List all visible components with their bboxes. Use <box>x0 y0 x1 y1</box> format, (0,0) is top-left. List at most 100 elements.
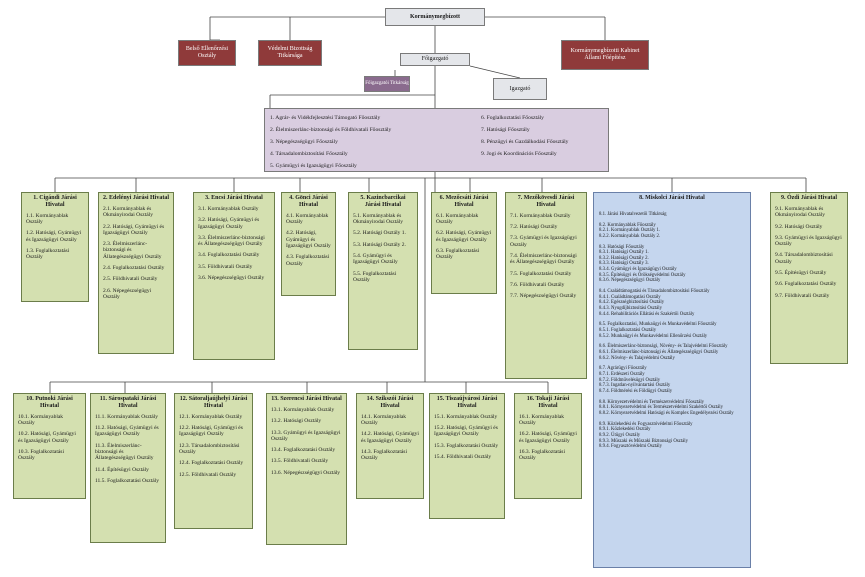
belso-ellenorzesi-label: Belső Ellenőrzési Osztály <box>185 46 229 59</box>
department-item: 9.3. Gyámügyi és Igazságügyi Osztály <box>775 234 842 248</box>
jarasi-hivatal-sarospatak: 11. Sárospataki Járási Hivatal 11.1. Korm… <box>90 393 166 543</box>
department-item: 2.4. Foglalkoztatási Osztály <box>103 265 165 272</box>
department-item: 6.2. Hatósági, Gyámügyi és Igazságügyi O… <box>436 230 492 243</box>
department-item: 5.3. Hatósági Osztály 2. <box>353 241 406 248</box>
office-title: 3. Encsi Járási Hivatal <box>205 195 263 201</box>
office-title: 11. Sárospataki Járási Hivatal <box>99 396 157 409</box>
foosztaly-3: 3. Népegészségügyi Főosztály <box>270 139 338 145</box>
department-item: 11.4. Építésügyi Osztály <box>95 466 149 473</box>
department-item: 14.1. Kormányablak Osztály <box>361 413 407 427</box>
miskolc-unit: 8.1. Járási Hivatalvezetői Titkárság <box>599 211 667 217</box>
miskolc-unit: 8.3.6. Népegészségügyi Osztály <box>599 278 661 284</box>
foosztaly-5: 5. Gyámügyi és Igazságügyi Főosztály <box>270 163 357 169</box>
kabinet-label: Kormánymegbízotti Kabinet Állami Főépíté… <box>570 48 640 61</box>
kormanymegbizott-label: Kormánymegbízott <box>410 13 460 20</box>
office-title: 10. Putnoki Járási Hivatal <box>26 396 73 409</box>
igazgato-box: Igazgató <box>493 78 547 100</box>
department-item: 6.3. Foglalkoztatási Osztály <box>436 248 480 261</box>
department-item: 7.5. Foglalkoztatási Osztály <box>510 270 572 277</box>
department-item: 9.5. Építésügyi Osztály <box>775 270 827 277</box>
foigazgatoi-titkarsag-box: Főigazgatói Titkárság <box>364 76 410 92</box>
miskolc-unit: 8.3. Hatósági Főosztály <box>599 244 645 250</box>
department-item: 13.4. Foglalkoztatási Osztály <box>271 447 336 454</box>
department-item: 13.5. Földhivatali Osztály <box>271 458 329 465</box>
foigazgatoi-titkarsag-label: Főigazgatói Titkárság <box>365 81 409 87</box>
belso-ellenorzesi-box: Belső Ellenőrzési Osztály <box>178 40 236 66</box>
department-item: 4.2. Hatósági, Gyámügyi és Igazságügyi O… <box>286 230 331 250</box>
miskolc-unit: 8.8.1. Környezetvédelmi és Természetvéde… <box>599 405 723 411</box>
miskolc-unit: 8.9.4. Fogyasztóvédelmi Osztály <box>599 444 663 450</box>
miskolc-unit: 8.2.2. Kormányablak Osztály 2. <box>599 233 661 239</box>
department-item: 2.2. Hatósági, Gyámügyi és Igazságügyi O… <box>103 223 165 236</box>
department-item: 13.3. Gyámügyi és Igazságügyi Osztály <box>271 429 341 442</box>
department-item: 5.4. Gyámügyi és Igazságügyi Osztály <box>353 253 398 266</box>
department-item: 2.1. Kormányablak és Okmányirodai Osztál… <box>103 205 153 219</box>
miskolc-unit-list: 8.1. Járási Hivatalvezetői Titkárság 8.2.… <box>594 212 750 455</box>
miskolc-unit: 8.8.2. Környezetvédelmi Hatósági és Komp… <box>599 410 734 416</box>
department-item: 3.5. Földhivatali Osztály <box>198 263 253 270</box>
miskolc-unit: 8.4.4. Rehabilitációs Ellátási és Szakér… <box>599 311 695 317</box>
department-item: 1.3. Foglalkoztatási Osztály <box>26 248 70 261</box>
miskolc-unit: 8.9.3. Műszaki és Műszaki Biztonsági Osz… <box>599 438 688 444</box>
miskolc-unit: 8.9. Közlekedési és Fogyasztóvédelmi Főo… <box>599 421 693 427</box>
department-item: 14.3. Foglalkoztatási Osztály <box>361 449 407 462</box>
miskolc-unit: 8.4.3. Nyugdíjbiztosítási Osztály <box>599 306 663 312</box>
miskolc-unit: 8.9.1. Közlekedési Osztály <box>599 427 651 433</box>
department-item: 12.3. Társadalombiztosítási Osztály <box>179 442 240 456</box>
department-item: 16.2. Hatósági, Gyámügyi és Igazságügyi … <box>519 431 577 444</box>
department-item: 3.3. Élelmiszerlánc-biztonsági és Állate… <box>198 234 265 248</box>
department-item: 12.4. Foglalkoztatási Osztály <box>179 460 244 467</box>
department-item: 13.1. Kormányablak Osztály <box>271 406 335 413</box>
department-item: 3.2. Hatósági, Gyámügyi és Igazságügyi O… <box>198 217 260 230</box>
miskolc-unit: 8.7. Agrárügyi Főosztály <box>599 366 647 372</box>
miskolc-unit: 8.6.1. Élelmiszerlánc-biztonsági és Álla… <box>599 350 719 356</box>
miskolc-unit: 8.7.1. Erdészeti Osztály <box>599 371 645 377</box>
miskolc-unit: 8.3.5. Építésügyi és Örökségvédelmi Oszt… <box>599 272 686 278</box>
foosztaly-1: 1. Agrár- és Vidékfejlesztési Támogató F… <box>270 115 381 121</box>
miskolc-unit: 8.5. Foglalkoztatási, Munkaügyi és Munka… <box>599 322 717 328</box>
office-title: 1. Cigándi Járási Hivatal <box>33 195 77 208</box>
vedelmi-bizottsag-box: Védelmi Bizottság Titkársága <box>258 40 322 66</box>
office-title: 7. Mezőkövesdi Járási Hivatal <box>517 195 575 208</box>
miskolc-unit: 8.9.2. Útügyi Osztály <box>599 432 641 438</box>
department-item: 3.4. Foglalkoztatási Osztály <box>198 252 260 259</box>
department-item: 9.2. Hatósági Osztály <box>775 223 823 230</box>
department-item: 1.2. Hatósági, Gyámügyi és Igazságügyi O… <box>26 230 82 243</box>
jarasi-hivatal-cigand: 1. Cigándi Járási Hivatal 1.1. Kormányabl… <box>21 192 89 302</box>
department-item: 14.2. Hatósági, Gyámügyi és Igazságügyi … <box>361 431 419 444</box>
miskolc-unit: 8.3.1. Hatósági Osztály 1. <box>599 250 649 256</box>
department-item: 13.6. Népegészségügyi Osztály <box>271 469 341 476</box>
department-item: 11.1. Kormányablak Osztály <box>95 413 159 420</box>
miskolc-unit: 8.5.1. Foglalkoztatási Osztály <box>599 328 657 334</box>
kormanymegbizott-box: Kormánymegbízott <box>385 8 485 26</box>
miskolc-unit: 8.5.2. Munkaügyi és Munkavédelmi Ellenőr… <box>599 333 708 339</box>
miskolc-unit: 8.4. Családtámogatási és Társadalombizto… <box>599 289 710 295</box>
jarasi-hivatal-putnok: 10. Putnoki Járási Hivatal 10.1. Kormánya… <box>13 393 86 499</box>
miskolc-unit: 8.7.4. Földmérési és Földügyi Osztály <box>599 388 673 394</box>
department-item: 11.5. Foglalkoztatási Osztály <box>95 477 159 484</box>
foigazgato-label: Főigazgató <box>421 56 449 63</box>
foosztaly-2: 2. Élelmiszerlánc-biztonsági és Földhiva… <box>270 127 392 133</box>
department-item: 10.1. Kormányablak Osztály <box>18 413 64 427</box>
miskolc-unit: 8.3.4. Gyámügyi és Igazságügyi Osztály <box>599 267 677 273</box>
department-item: 1.1. Kormányablak Osztály <box>26 212 69 226</box>
office-title: 6. Mezőcsáti Járási Hivatal <box>439 195 489 208</box>
department-item: 16.3. Foglalkoztatási Osztály <box>519 449 565 462</box>
jarasi-hivatal-miskolc: 8. Miskolci Járási Hivatal 8.1. Járási H… <box>593 192 751 568</box>
miskolc-unit: 8.8. Környezetvédelmi és Természetvédelm… <box>599 399 705 405</box>
department-item: 6.1. Kormányablak Osztály <box>436 212 479 226</box>
department-item: 5.2. Hatósági Osztály 1. <box>353 230 406 237</box>
vedelmi-bizottsag-label: Védelmi Bizottság Titkársága <box>267 46 313 59</box>
office-title: 15. Tiszaújvárosi Járási Hivatal <box>436 396 498 409</box>
